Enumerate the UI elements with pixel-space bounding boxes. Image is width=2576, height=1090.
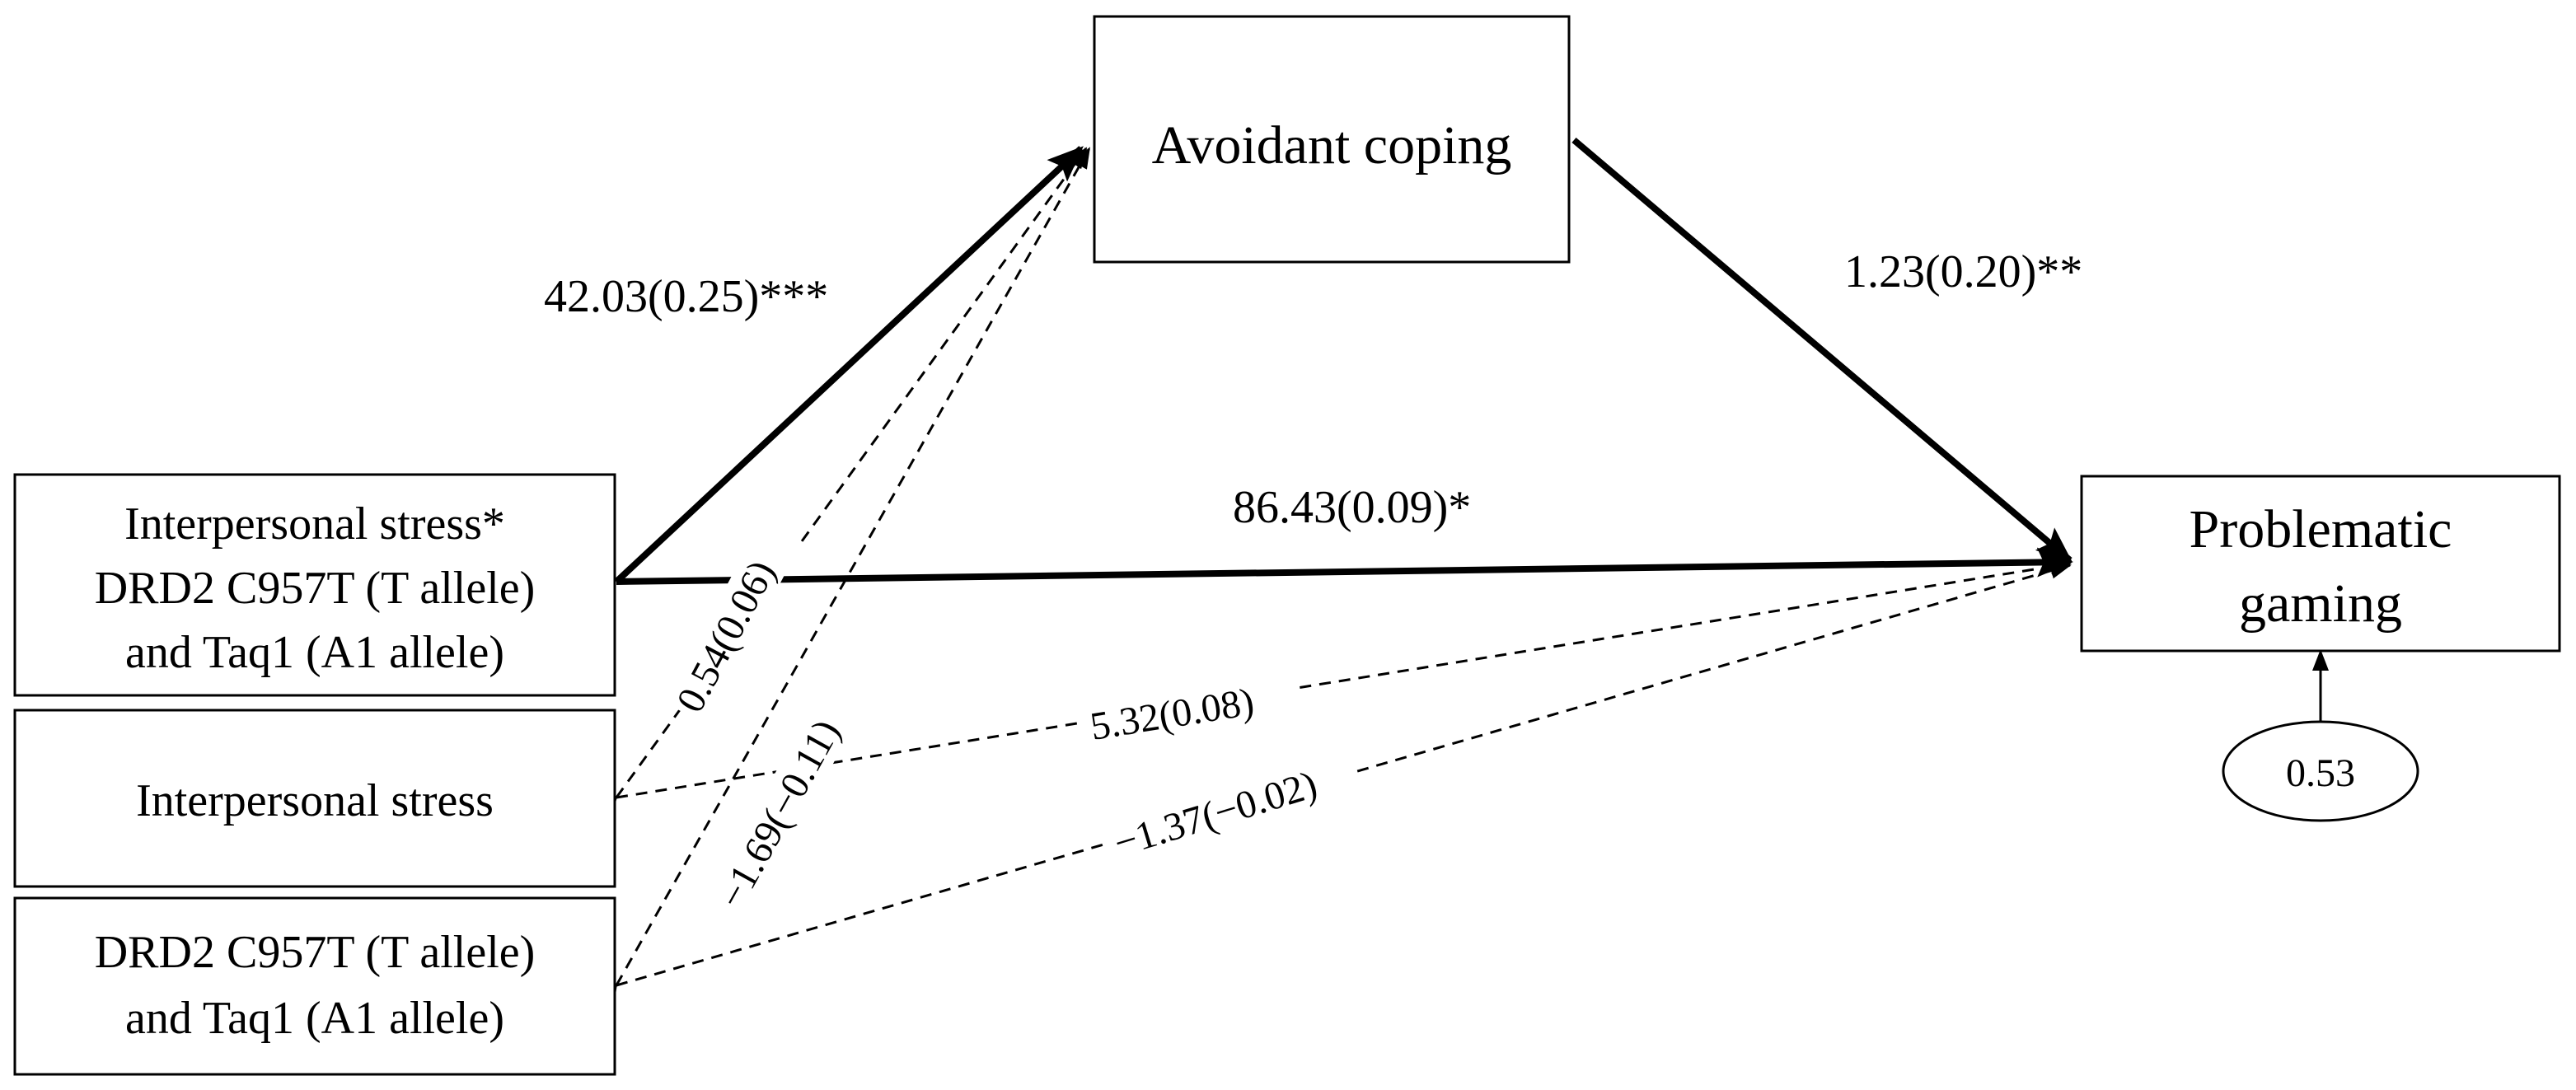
node-interaction: Interpersonal stress* DRD2 C957T (T alle…	[13, 473, 616, 697]
label-stress-to-gaming: 5.32(0.08)	[1087, 680, 1257, 749]
node-interpersonal-stress: Interpersonal stress	[13, 709, 616, 888]
node-interaction-label-line1: Interpersonal stress*	[124, 498, 505, 550]
edge-avoidant-to-gaming	[1571, 137, 2073, 564]
label-interaction-to-gaming: 86.43(0.09)*	[1233, 482, 1471, 533]
node-gene-label-line1: DRD2 C957T (T allele)	[95, 927, 536, 978]
label-interaction-to-avoidant: 42.03(0.25)***	[544, 271, 828, 322]
node-interpersonal-stress-label: Interpersonal stress	[136, 775, 494, 826]
node-avoidant-coping-label: Avoidant coping	[1152, 115, 1512, 175]
node-gene: DRD2 C957T (T allele) and Taq1 (A1 allel…	[13, 896, 616, 1076]
edge-interaction-to-avoidant	[614, 146, 1084, 584]
node-interaction-label-line2: DRD2 C957T (T allele)	[95, 563, 536, 614]
node-residual: 0.53	[2222, 720, 2419, 822]
node-interaction-label-line3: and Taq1 (A1 allele)	[125, 627, 504, 678]
node-gene-label-line2: and Taq1 (A1 allele)	[125, 993, 504, 1044]
node-problematic-gaming-label-line2: gaming	[2239, 573, 2402, 634]
node-problematic-gaming: Problematic gaming	[2080, 475, 2561, 653]
label-avoidant-to-gaming: 1.23(0.20)**	[1844, 246, 2082, 297]
label-gene-to-gaming: −1.37(−0.02)	[1109, 763, 1323, 866]
edge-interaction-to-gaming	[616, 547, 2073, 585]
node-problematic-gaming-label-line1: Problematic	[2190, 499, 2452, 559]
node-avoidant-coping: Avoidant coping	[1093, 15, 1571, 264]
label-gene-to-avoidant: −1.69(−0.11)	[710, 713, 849, 915]
node-residual-label: 0.53	[2286, 751, 2355, 795]
